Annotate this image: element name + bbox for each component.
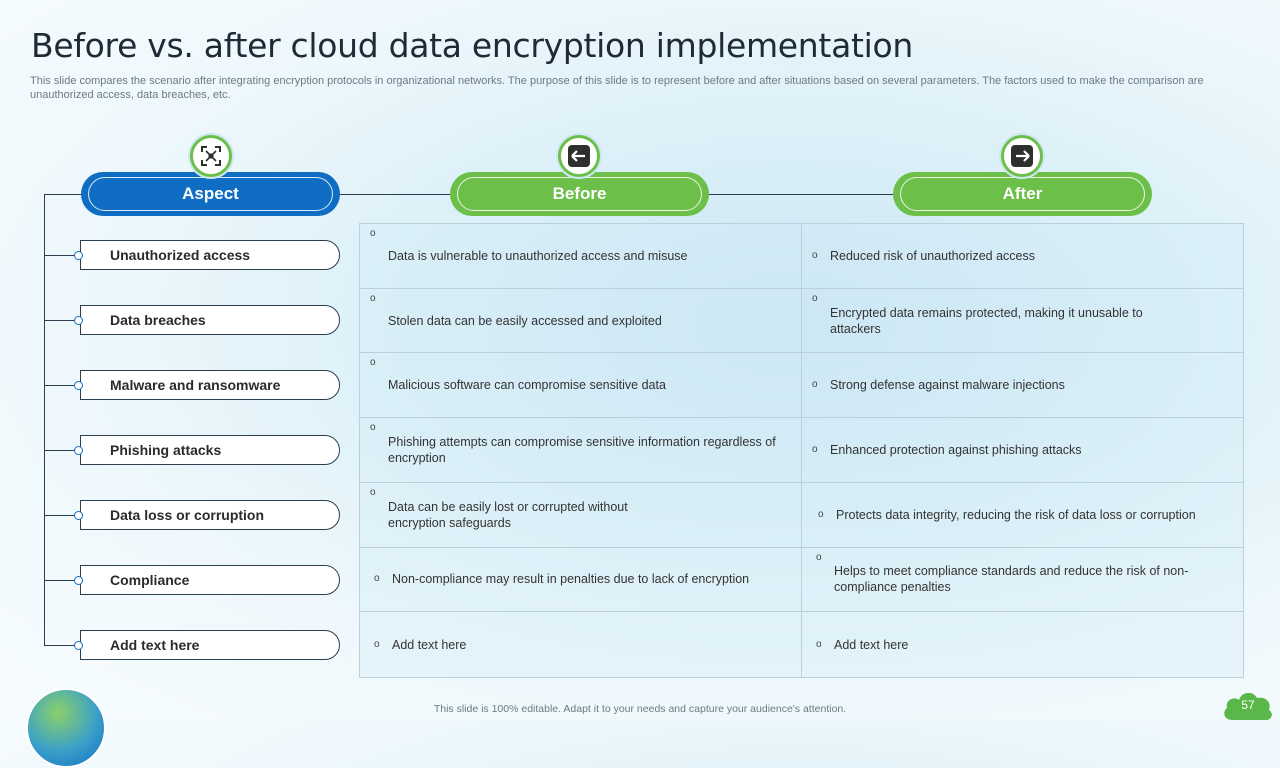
bullet-icon: o xyxy=(374,638,380,650)
after-text: Add text here xyxy=(834,637,909,652)
pill-inner-border xyxy=(457,177,702,211)
after-cell: o Protects data integrity, reducing the r… xyxy=(802,483,1243,548)
after-text: Encrypted data remains protected, making… xyxy=(830,305,1143,336)
aspect-header: Aspect xyxy=(81,172,340,216)
aspect-spine-line xyxy=(44,194,45,645)
after-text: Enhanced protection against phishing att… xyxy=(830,442,1082,457)
before-cell: o Non-compliance may result in penalties … xyxy=(360,547,802,613)
globe-decoration-icon xyxy=(26,688,106,768)
bullet-icon: o xyxy=(816,638,822,650)
before-text: Data is vulnerable to unauthorized acces… xyxy=(388,248,688,263)
before-header-label: Before xyxy=(552,184,607,203)
after-cell: o Enhanced protection against phishing at… xyxy=(802,418,1243,483)
bullet-icon: o xyxy=(370,357,376,369)
bullet-icon: o xyxy=(370,292,376,304)
after-text: Helps to meet compliance standards and r… xyxy=(834,564,1189,595)
before-text: Non-compliance may result in penalties d… xyxy=(392,572,750,587)
aspect-item-data-breaches: Data breaches xyxy=(80,305,340,335)
aspect-item-add-text: Add text here xyxy=(80,630,340,660)
focus-frame-icon xyxy=(190,135,232,177)
after-text: Protects data integrity, reducing the ri… xyxy=(836,507,1196,522)
before-text: Stolen data can be easily accessed and e… xyxy=(388,313,662,328)
bullet-icon: o xyxy=(812,292,818,304)
bullet-icon: o xyxy=(370,486,376,498)
after-header: After xyxy=(893,172,1152,216)
bullet-icon: o xyxy=(374,573,380,585)
focus-frame-glyph xyxy=(201,146,221,166)
after-cell: o Strong defense against malware injectio… xyxy=(802,353,1243,419)
aspect-item-phishing: Phishing attacks xyxy=(80,435,340,465)
after-cell: o Reduced risk of unauthorized access xyxy=(802,224,1243,289)
aspect-node-dot xyxy=(74,511,83,520)
bullet-icon: o xyxy=(818,508,824,520)
row-connector xyxy=(44,580,80,581)
slide-title: Before vs. after cloud data encryption i… xyxy=(31,26,913,65)
aspect-node-dot xyxy=(74,641,83,650)
bullet-icon: o xyxy=(816,551,822,563)
aspect-node-dot xyxy=(74,316,83,325)
aspect-node-dot xyxy=(74,576,83,585)
row-connector xyxy=(44,255,80,256)
aspect-node-dot xyxy=(74,381,83,390)
pill-inner-border xyxy=(88,177,333,211)
aspect-node-dot xyxy=(74,446,83,455)
row-connector xyxy=(44,320,80,321)
aspect-item-data-loss: Data loss or corruption xyxy=(80,500,340,530)
after-header-label: After xyxy=(1002,184,1043,203)
bullet-icon: o xyxy=(812,249,818,261)
aspect-node-dot xyxy=(74,251,83,260)
after-text: Strong defense against malware injection… xyxy=(830,378,1065,393)
row-connector xyxy=(44,515,80,516)
before-text: Phishing attempts can compromise sensiti… xyxy=(388,434,776,465)
before-header: Before xyxy=(450,172,709,216)
before-text: Add text here xyxy=(392,637,467,652)
cloud-icon xyxy=(1224,692,1272,720)
aspect-item-compliance: Compliance xyxy=(80,565,340,595)
arrow-left-square xyxy=(568,145,590,167)
before-text: Malicious software can compromise sensit… xyxy=(388,378,666,393)
bullet-icon: o xyxy=(370,422,376,434)
row-connector xyxy=(44,385,80,386)
page-number: 57 xyxy=(1241,698,1255,712)
after-cell: o Add text here xyxy=(802,612,1243,677)
aspect-item-unauthorized-access: Unauthorized access xyxy=(80,240,340,270)
pill-inner-border xyxy=(900,177,1145,211)
before-cell: o Add text here xyxy=(360,612,802,677)
arrow-right-square xyxy=(1011,145,1033,167)
bullet-icon: o xyxy=(812,379,818,391)
footer-note: This slide is 100% editable. Adapt it to… xyxy=(433,703,847,715)
arrow-left-icon xyxy=(558,135,600,177)
bullet-icon: o xyxy=(812,443,818,455)
bullet-icon: o xyxy=(370,228,376,239)
row-connector xyxy=(44,645,80,646)
after-text: Reduced risk of unauthorized access xyxy=(830,248,1035,263)
aspect-header-label: Aspect xyxy=(182,184,239,203)
slide-subtitle: This slide compares the scenario after i… xyxy=(30,75,1204,101)
arrow-right-icon xyxy=(1001,135,1043,177)
aspect-item-malware: Malware and ransomware xyxy=(80,370,340,400)
row-connector xyxy=(44,450,80,451)
before-text: Data can be easily lost or corrupted wit… xyxy=(388,499,628,530)
